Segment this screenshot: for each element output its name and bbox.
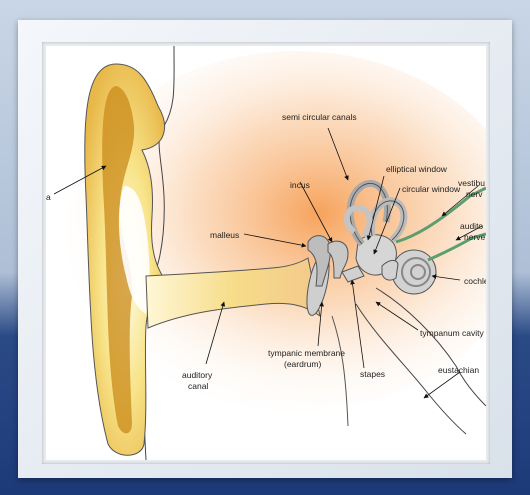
label-eustachian: eustachian (438, 365, 479, 375)
label-tympanic-membrane-1: tympanic membrane (268, 348, 345, 358)
cochlea-base (382, 260, 398, 280)
label-vestibular-nerve-1: vestibu (458, 178, 485, 188)
label-auditory-canal-2: canal (188, 381, 208, 391)
label-semicircular-canals: semi circular canals (282, 112, 357, 122)
label-circular-window: circular window (402, 184, 461, 194)
label-cochlea: cochlea (464, 276, 486, 286)
label-vestibular-nerve-2: nerv (466, 189, 483, 199)
label-auditory-nerve-2: nerve (464, 232, 486, 242)
label-incus: incus (290, 180, 310, 190)
label-auditory-canal-1: auditory (182, 370, 213, 380)
label-tympanic-membrane-2: (eardrum) (284, 359, 321, 369)
label-malleus: malleus (210, 230, 239, 240)
label-auditory-nerve-1: audito (460, 221, 483, 231)
label-stapes: stapes (360, 369, 385, 379)
label-elliptical-window: elliptical window (386, 164, 448, 174)
picture-mat: a semi circular canals elliptical window… (42, 42, 490, 464)
label-tympanum-cavity: tympanum cavity (420, 328, 485, 338)
picture-frame: a semi circular canals elliptical window… (18, 20, 512, 478)
label-pinna: a (46, 192, 51, 202)
ear-diagram: a semi circular canals elliptical window… (46, 46, 486, 460)
ear-diagram-canvas: a semi circular canals elliptical window… (46, 46, 486, 460)
